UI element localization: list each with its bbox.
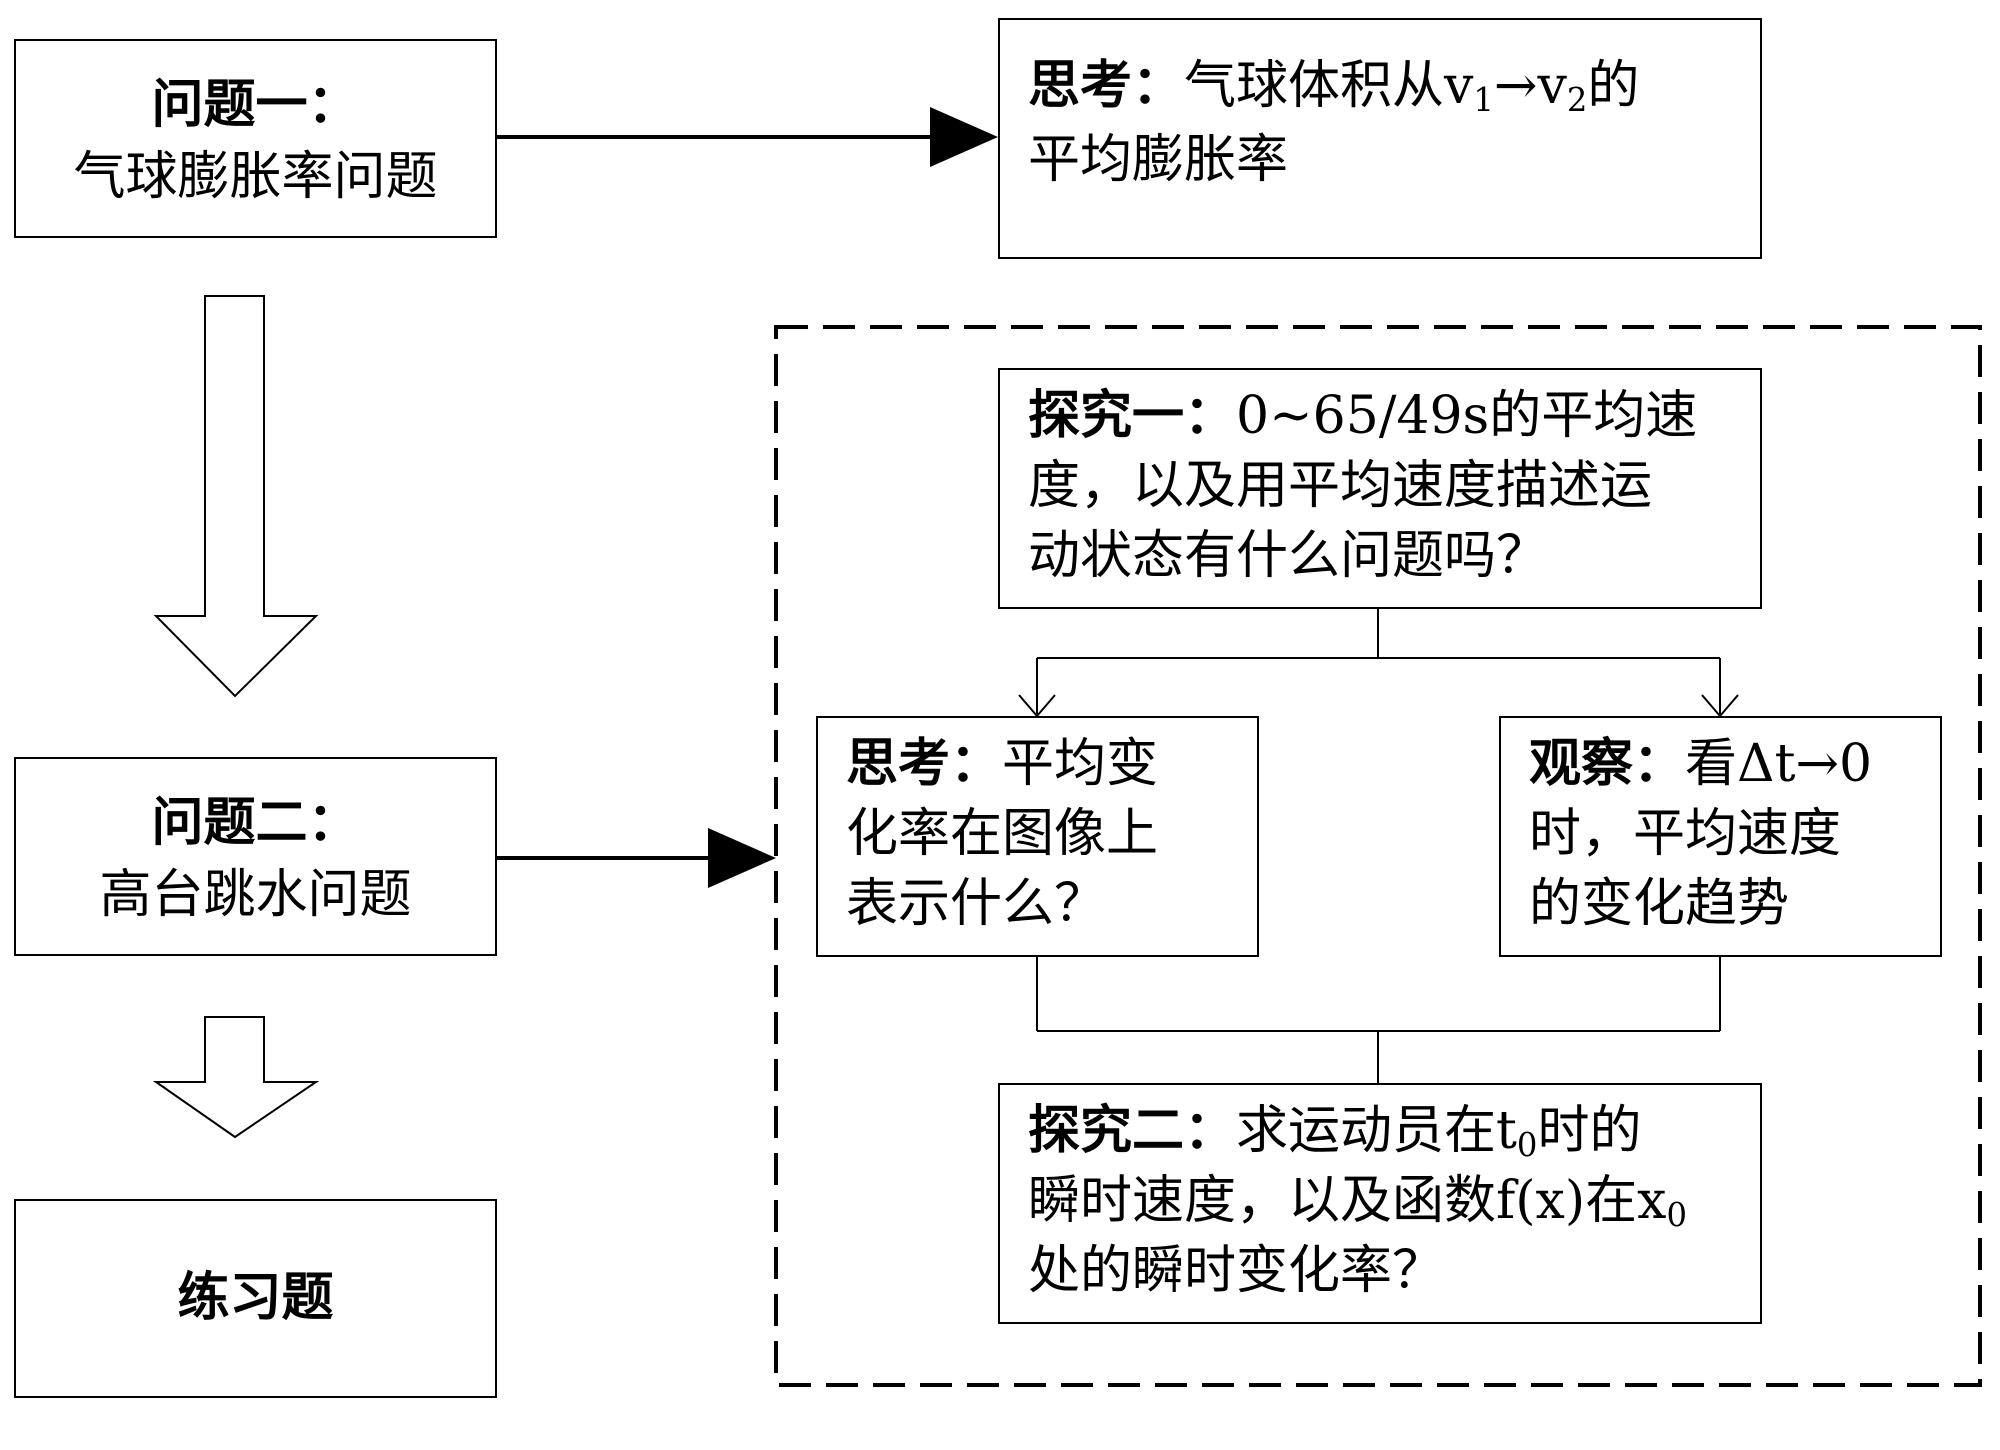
- think1-sub2: 2: [1566, 81, 1588, 120]
- hollow-arrow-small: [152, 1016, 320, 1139]
- explore1-line3: 动状态有什么问题吗？: [1028, 526, 1549, 586]
- think1-line1: 思考：气球体积从v1→v2的: [1028, 50, 1639, 122]
- think1-label: 思考：: [1028, 55, 1185, 116]
- observe-line2: 时，平均速度: [1529, 804, 1842, 864]
- explore1-box: 探究一：0~65/49s的平均速 度，以及用平均速度描述运 动状态有什么问题吗？: [998, 368, 1762, 609]
- practice-label: 练习题: [177, 1267, 334, 1328]
- problem2-box: 问题二： 高台跳水问题: [14, 757, 497, 956]
- think2-line2: 化率在图像上: [846, 804, 1159, 864]
- problem2-heading: 问题二：: [151, 792, 360, 853]
- explore2-text1a: 求运动员在t: [1236, 1101, 1517, 1161]
- problem1-box: 问题一： 气球膨胀率问题: [14, 39, 497, 238]
- think1-line2: 平均膨胀率: [1028, 130, 1289, 190]
- think2-text1: 平均变: [1002, 734, 1159, 794]
- problem1-text: 气球膨胀率问题: [73, 147, 438, 207]
- arrowhead-q1-to-think1: [930, 107, 998, 167]
- dashed-region: [774, 325, 1982, 1387]
- arrowhead-q2-to-region: [708, 828, 776, 888]
- think1-arrow: →: [1493, 56, 1538, 116]
- practice-box: 练习题: [14, 1199, 497, 1398]
- observe-box: 观察：看Δt→0 时，平均速度 的变化趋势: [1499, 716, 1942, 957]
- explore1-line2: 度，以及用平均速度描述运: [1028, 456, 1653, 516]
- explore2-text1b: 时的: [1537, 1101, 1642, 1161]
- explore2-sub1: 0: [1516, 1126, 1538, 1165]
- think1-sub1: 1: [1473, 81, 1494, 120]
- think2-box: 思考：平均变 化率在图像上 表示什么？: [816, 716, 1259, 957]
- explore2-sub2: 0: [1666, 1196, 1687, 1235]
- observe-text1: 看Δt→0: [1685, 734, 1873, 794]
- explore1-label: 探究一：: [1028, 385, 1237, 446]
- think1-text-a: 气球体积从v: [1184, 56, 1474, 116]
- think2-line3: 表示什么？: [846, 874, 1107, 934]
- observe-line1: 观察：看Δt→0: [1529, 728, 1872, 800]
- explore2-line3: 处的瞬时变化率？: [1028, 1241, 1445, 1301]
- problem1-heading: 问题一：: [151, 74, 360, 135]
- explore1-line1: 探究一：0~65/49s的平均速: [1028, 380, 1697, 452]
- think1-text-b: v: [1537, 56, 1567, 116]
- explore2-text2a: 瞬时速度，以及函数f(x)在x: [1028, 1171, 1667, 1231]
- problem2-text: 高台跳水问题: [99, 865, 412, 925]
- explore1-text1: 0~65/49s的平均速: [1236, 386, 1698, 446]
- hollow-arrow-large: [153, 295, 319, 698]
- explore2-line1: 探究二：求运动员在t0时的: [1028, 1095, 1641, 1167]
- think1-box: 思考：气球体积从v1→v2的 平均膨胀率: [998, 18, 1762, 259]
- explore2-label: 探究二：: [1028, 1100, 1237, 1161]
- observe-label: 观察：: [1529, 733, 1686, 794]
- explore2-line2: 瞬时速度，以及函数f(x)在x0: [1028, 1165, 1687, 1237]
- think2-label: 思考：: [846, 733, 1003, 794]
- think1-text-c: 的: [1587, 56, 1640, 116]
- explore2-box: 探究二：求运动员在t0时的 瞬时速度，以及函数f(x)在x0 处的瞬时变化率？: [998, 1083, 1762, 1324]
- observe-line3: 的变化趋势: [1529, 874, 1790, 934]
- think2-line1: 思考：平均变: [846, 728, 1158, 800]
